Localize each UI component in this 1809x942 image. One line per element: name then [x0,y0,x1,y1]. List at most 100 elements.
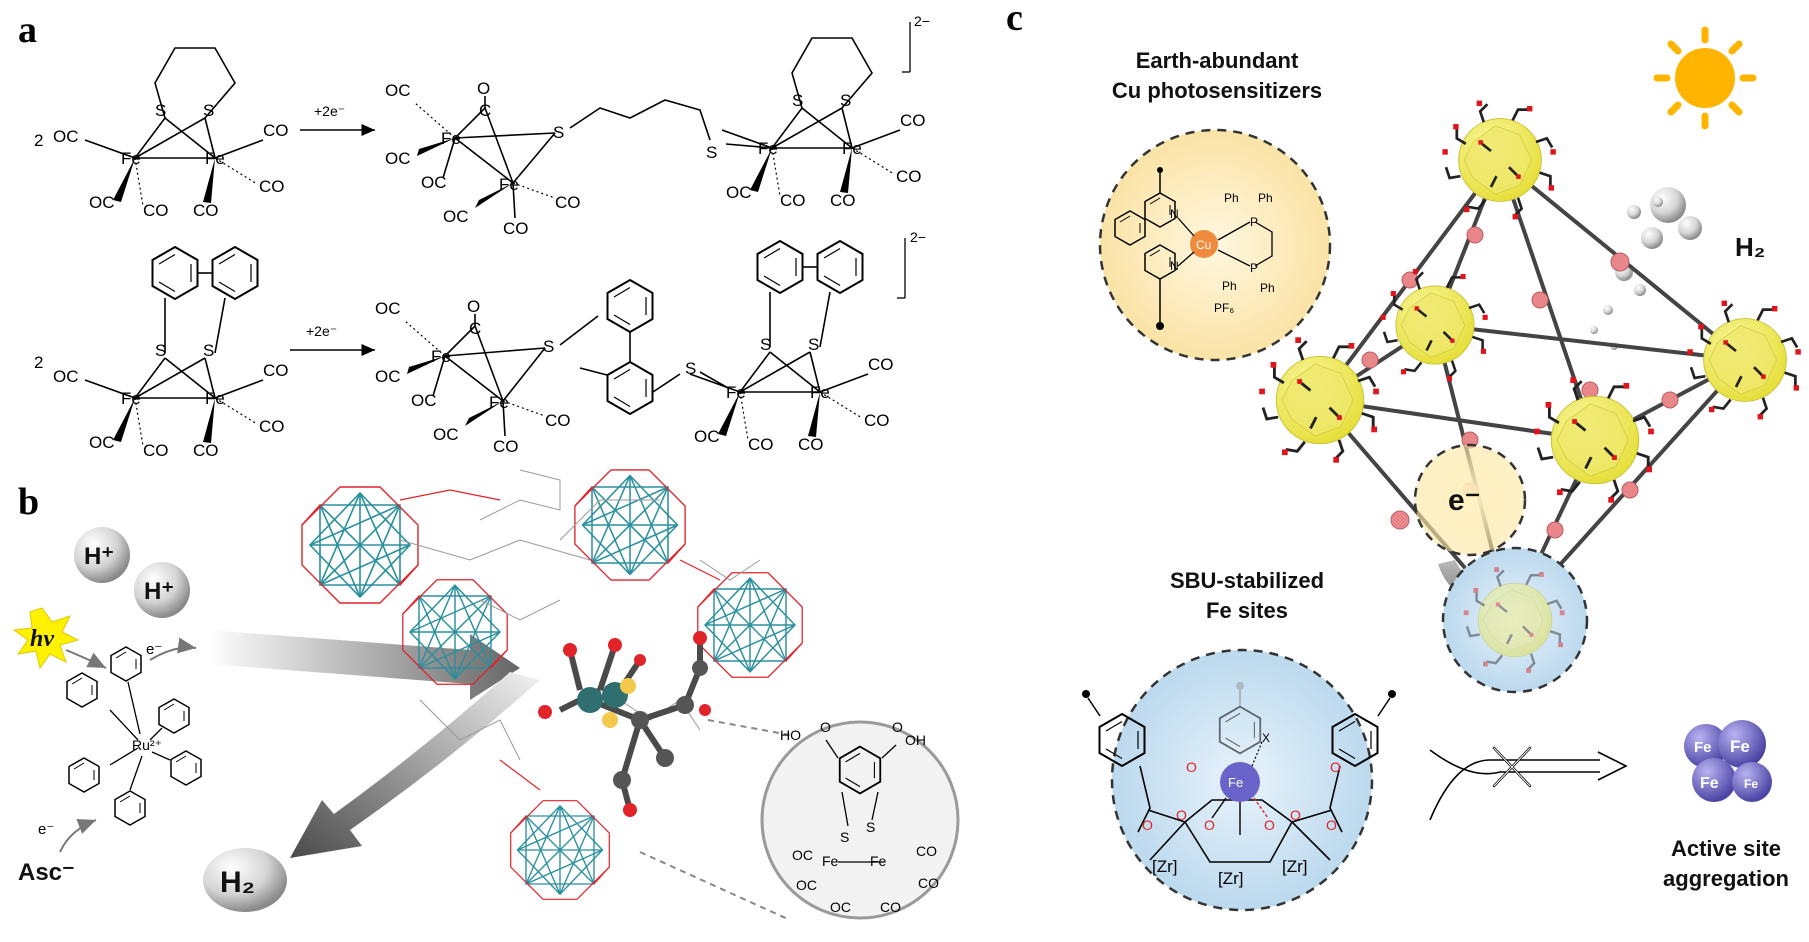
co-ligand: CO [193,441,219,460]
product-top-left-fe2: Fe Fe C O S OC OC OC OC CO CO [385,79,581,238]
fe-title-line1: SBU-stabilized [1170,568,1324,593]
p-atom: P [1250,215,1258,229]
oc-ligand: OC [53,367,79,386]
s-atom: S [553,123,564,142]
fe-atom: Fe [441,129,461,148]
oc-ligand: OC [385,149,411,168]
co-ligand: CO [900,111,926,130]
oc-ligand: OC [411,391,437,410]
mof-octahedron [1257,99,1803,622]
h2-sphere: H₂ [203,848,287,912]
cu-title-line2: Cu photosensitizers [1112,78,1322,103]
product-bottom-right-fe2: Fe Fe S S OC CO CO CO CO [689,240,894,454]
blocked-aggregation-arrow [1429,746,1628,821]
ho-label: HO [780,727,801,743]
co-ligand: CO [880,899,901,915]
h2-evolution-arrow [290,672,540,858]
ru-bpy-complex: Ru²⁺ [66,646,202,826]
zr-node: [Zr] [1218,869,1244,888]
oc-ligand: OC [385,81,411,100]
arrow-label-bottom: +2e⁻ [306,323,337,339]
fe-aggregate: Fe Fe Fe Fe [1684,720,1772,802]
electron-label: e⁻ [38,821,54,838]
panel-label-b: b [18,481,39,523]
co-ligand: CO [193,201,219,220]
reactant-bottom: Fe Fe S S OC OC CO CO CO CO [53,246,289,460]
o-atom: O [1204,817,1215,833]
fe-atom: Fe [489,393,509,412]
proton-sphere: H⁺ [134,562,190,618]
s-atom: S [840,91,851,110]
co-ligand: CO [916,843,937,859]
oc-ligand: OC [830,899,851,915]
o-atom: O [1264,817,1275,833]
h2-label: H₂ [220,866,255,899]
o-atom: O [1186,759,1197,775]
panel-label-a: a [18,9,37,51]
inset-molecule: HO OH O O S S Fe Fe OC OC OC CO CO CO [760,719,960,920]
oc-ligand: OC [443,207,469,226]
oc-ligand: OC [375,367,401,386]
co-ligand: CO [263,361,289,380]
s-atom: S [808,335,819,354]
n-atom: N [1170,207,1179,221]
electron-label: e⁻ [1448,484,1481,517]
zoom-line [707,719,791,736]
oh-label: OH [905,732,926,748]
o-label: O [892,719,903,735]
o-atom: O [477,79,490,98]
panel-c-illustration: Earth-abundant Cu photosensitizers N N C… [1082,26,1803,912]
fe-site-model: Fe X O O O O O O O O [Zr] [Zr] [Zr] [1082,648,1396,912]
proton-sphere: H⁺ [74,527,130,583]
electron-label: e⁻ [146,641,162,658]
mof-framework [301,469,803,900]
co-ligand: CO [143,201,169,220]
s-atom: S [203,341,214,360]
light-arrow [65,649,107,669]
co-ligand: CO [503,219,529,238]
co-ligand: CO [493,437,519,456]
h2-bubbles [1590,187,1702,350]
ph-group: Ph [1222,279,1237,293]
biphenyl-linker: S [559,279,729,415]
n-atom: N [1170,259,1179,273]
fe-atom: Fe [205,389,225,408]
s-atom: S [706,143,717,162]
panel-a-scheme: Fe Fe S S OC OC CO CO CO CO 2 +2e⁻ [34,13,930,460]
fe-atom: Fe [1694,739,1712,756]
fe-atom: Fe [842,139,862,158]
pf6-counterion: PF₆ [1214,301,1234,315]
fe-atom: Fe [726,383,746,402]
panel-label-c: c [1006,0,1023,39]
co-ligand: CO [918,875,939,891]
co-ligand: CO [545,411,571,430]
fe2-cluster-model [538,631,711,817]
x-ligand: X [1262,731,1270,745]
h2-label: H₂ [1735,232,1765,262]
s-atom: S [685,359,696,378]
oc-ligand: OC [421,173,447,192]
cu-photosensitizer: N N Cu P P Ph Ph Ph Ph PF₆ [1098,128,1332,362]
product-bottom-left-fe2: Fe Fe C O S OC OC OC OC CO CO [375,297,571,456]
co-ligand: CO [864,411,890,430]
zr-node: [Zr] [1282,857,1308,876]
ph-group: Ph [1260,281,1275,295]
s-atom: S [155,101,166,120]
s-atom: S [203,101,214,120]
o-atom: O [1330,759,1341,775]
oc-ligand: OC [89,433,115,452]
o-atom: O [1142,817,1153,833]
fe-atom: Fe [121,149,141,168]
panel-b-illustration: H⁺ H⁺ hv Ru²⁺ e⁻ e⁻ [12,469,960,921]
oc-ligand: OC [433,425,459,444]
fe-atom: Fe [870,853,887,869]
ru-label: Ru²⁺ [132,737,162,753]
charge-top: 2− [914,13,930,29]
oc-ligand: OC [796,877,817,893]
fe-atom: Fe [822,853,839,869]
o-atom: O [1176,807,1187,823]
co-ligand: CO [263,121,289,140]
zr-node: [Zr] [1152,857,1178,876]
o-atom: O [1290,807,1301,823]
electron-arrow [149,637,197,661]
